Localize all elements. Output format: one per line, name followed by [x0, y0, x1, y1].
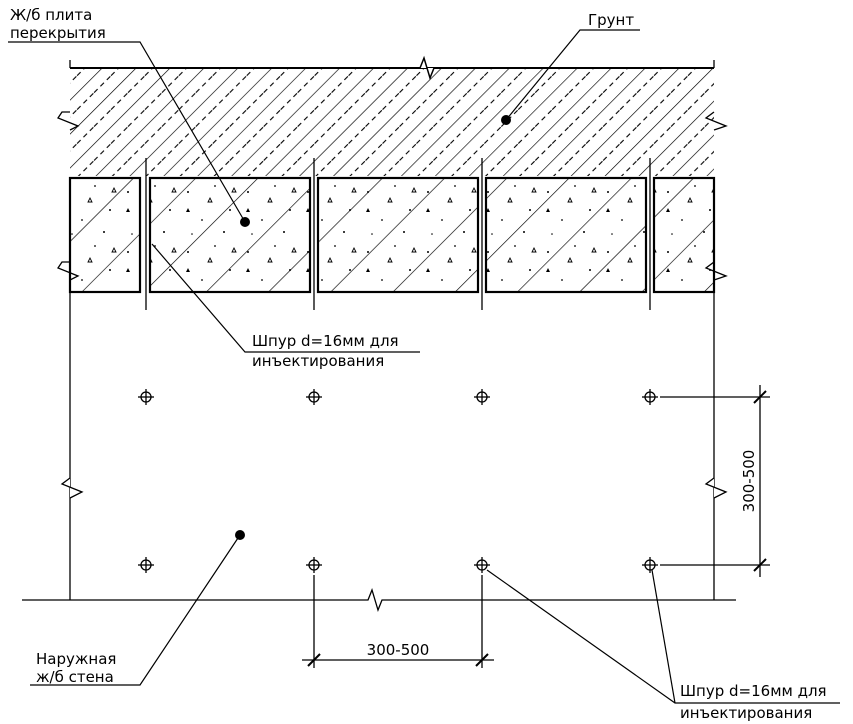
dimension-horizontal	[302, 575, 494, 668]
slab-joint-holes	[145, 158, 651, 310]
slab-block-4	[484, 176, 648, 294]
label-hole-mid-line2: инъектирования	[252, 352, 384, 370]
leaders	[8, 29, 840, 704]
leader-dots	[235, 115, 511, 540]
dimension-vertical	[660, 385, 770, 577]
dimension-vertical-text: 300-500	[740, 450, 758, 513]
label-slab-line1: Ж/б плита	[10, 6, 92, 24]
label-wall-line2: ж/б стена	[36, 668, 114, 686]
hole-r2-c2	[306, 557, 322, 573]
hole-r1-c3	[474, 389, 490, 405]
label-slab-line2: перекрытия	[10, 24, 106, 42]
external-wall	[22, 292, 736, 612]
hole-r1-c2	[306, 389, 322, 405]
label-hole-br-line2: инъектирования	[680, 704, 812, 722]
slab-marker-dot	[240, 217, 250, 227]
injection-holes	[138, 389, 658, 573]
dimension-horizontal-text: 300-500	[367, 641, 430, 659]
hole-r2-c4	[642, 557, 658, 573]
soil-marker-dot	[501, 115, 511, 125]
hole-r1-c1	[138, 389, 154, 405]
wall-marker-dot	[235, 530, 245, 540]
hole-r2-c1	[138, 557, 154, 573]
label-hole-mid-line1: Шпур d=16мм для	[252, 332, 399, 350]
soil-layer	[69, 55, 715, 176]
label-wall-line1: Наружная	[36, 650, 116, 668]
slab-block-1	[68, 176, 142, 294]
label-soil: Грунт	[588, 11, 634, 29]
slab-block-3	[316, 176, 480, 294]
hole-r2-c3	[474, 557, 490, 573]
label-hole-br-line1: Шпур d=16мм для	[680, 682, 827, 700]
slab-block-5	[652, 176, 716, 294]
hole-r1-c4	[642, 389, 658, 405]
